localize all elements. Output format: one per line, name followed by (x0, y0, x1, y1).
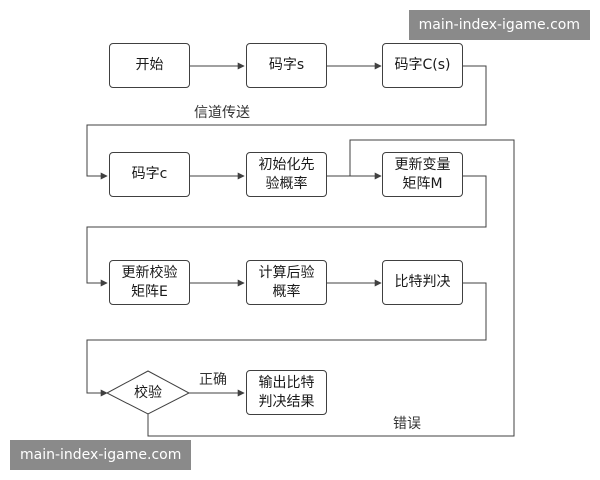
node-init-prior-prob-line1: 初始化先 (258, 156, 315, 173)
watermark-top: main-index-igame.com (408, 10, 590, 40)
node-update-matrix-E-line1: 更新校验 (121, 264, 178, 281)
node-update-matrix-M-line1: 更新变量 (394, 156, 451, 173)
node-update-matrix-M-line2: 矩阵M (402, 175, 443, 192)
edge-label-correct: 正确 (199, 372, 227, 388)
node-start-label: 开始 (135, 57, 164, 73)
edge-label-channel: 信道传送 (194, 105, 250, 121)
edge-channel-to-codeword-c (86, 65, 487, 180)
node-codeword-c: 码字c (109, 152, 190, 197)
watermark-bottom: main-index-igame.com (10, 440, 192, 470)
node-codeword-Cs-label: 码字C(s) (394, 57, 451, 73)
edge-label-wrong: 错误 (393, 416, 421, 432)
node-update-matrix-E: 更新校验 矩阵E (109, 260, 190, 305)
node-codeword-Cs: 码字C(s) (382, 43, 463, 88)
node-posterior-prob-line1: 计算后验 (258, 264, 315, 281)
node-bit-decision-label: 比特判决 (394, 274, 451, 290)
node-output-result: 输出比特 判决结果 (246, 370, 327, 415)
node-codeword-c-label: 码字c (131, 166, 168, 182)
node-start: 开始 (109, 43, 190, 88)
node-codeword-s: 码字s (246, 43, 327, 88)
check-diamond (105, 370, 191, 415)
node-posterior-prob-line2: 概率 (272, 283, 301, 300)
node-init-prior-prob-line2: 验概率 (265, 175, 308, 192)
node-check-label: 校验 (134, 385, 162, 401)
node-update-matrix-E-line2: 矩阵E (131, 283, 168, 300)
node-output-result-line2: 判决结果 (258, 393, 315, 410)
node-update-matrix-M: 更新变量 矩阵M (382, 152, 463, 197)
node-posterior-prob: 计算后验 概率 (246, 260, 327, 305)
node-bit-decision: 比特判决 (382, 260, 463, 305)
node-init-prior-prob: 初始化先 验概率 (246, 152, 327, 197)
edge-check-wrong-loop (147, 139, 515, 437)
node-codeword-s-label: 码字s (268, 57, 305, 73)
edge-update-M-to-update-E (86, 175, 487, 287)
edge-bit-decision-to-check (86, 282, 487, 397)
node-output-result-line1: 输出比特 (258, 374, 315, 391)
